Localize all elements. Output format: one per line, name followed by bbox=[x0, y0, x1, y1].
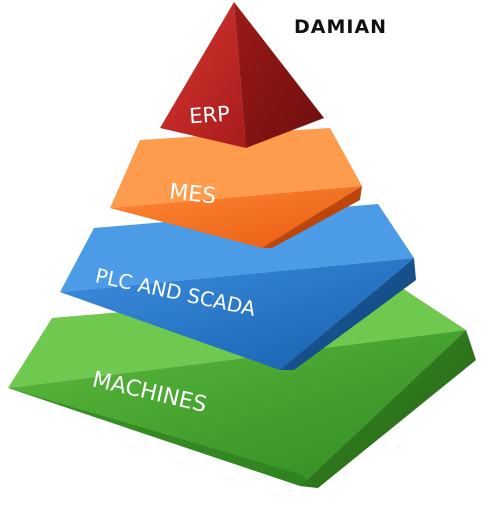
mes-front-face bbox=[110, 186, 362, 248]
mes-right-face bbox=[262, 186, 362, 248]
plc-right-face bbox=[280, 258, 416, 370]
machines-bottom-edge bbox=[8, 388, 318, 488]
plc-front-face bbox=[60, 258, 414, 370]
pyramid-level-erp bbox=[160, 2, 324, 148]
mes-top-face bbox=[110, 128, 362, 208]
erp-right-face bbox=[234, 2, 324, 148]
machines-right-face bbox=[300, 330, 476, 488]
plc-top-face bbox=[60, 204, 414, 292]
pyramid-level-mes bbox=[110, 128, 362, 248]
level-label-mes: MES bbox=[168, 180, 217, 210]
brand-label: DAMIAN bbox=[294, 16, 388, 38]
level-label-erp: ERP bbox=[188, 102, 230, 129]
erp-front-face bbox=[160, 2, 246, 148]
pyramid-level-plc-scada bbox=[60, 204, 416, 370]
machines-front-face bbox=[8, 330, 466, 486]
